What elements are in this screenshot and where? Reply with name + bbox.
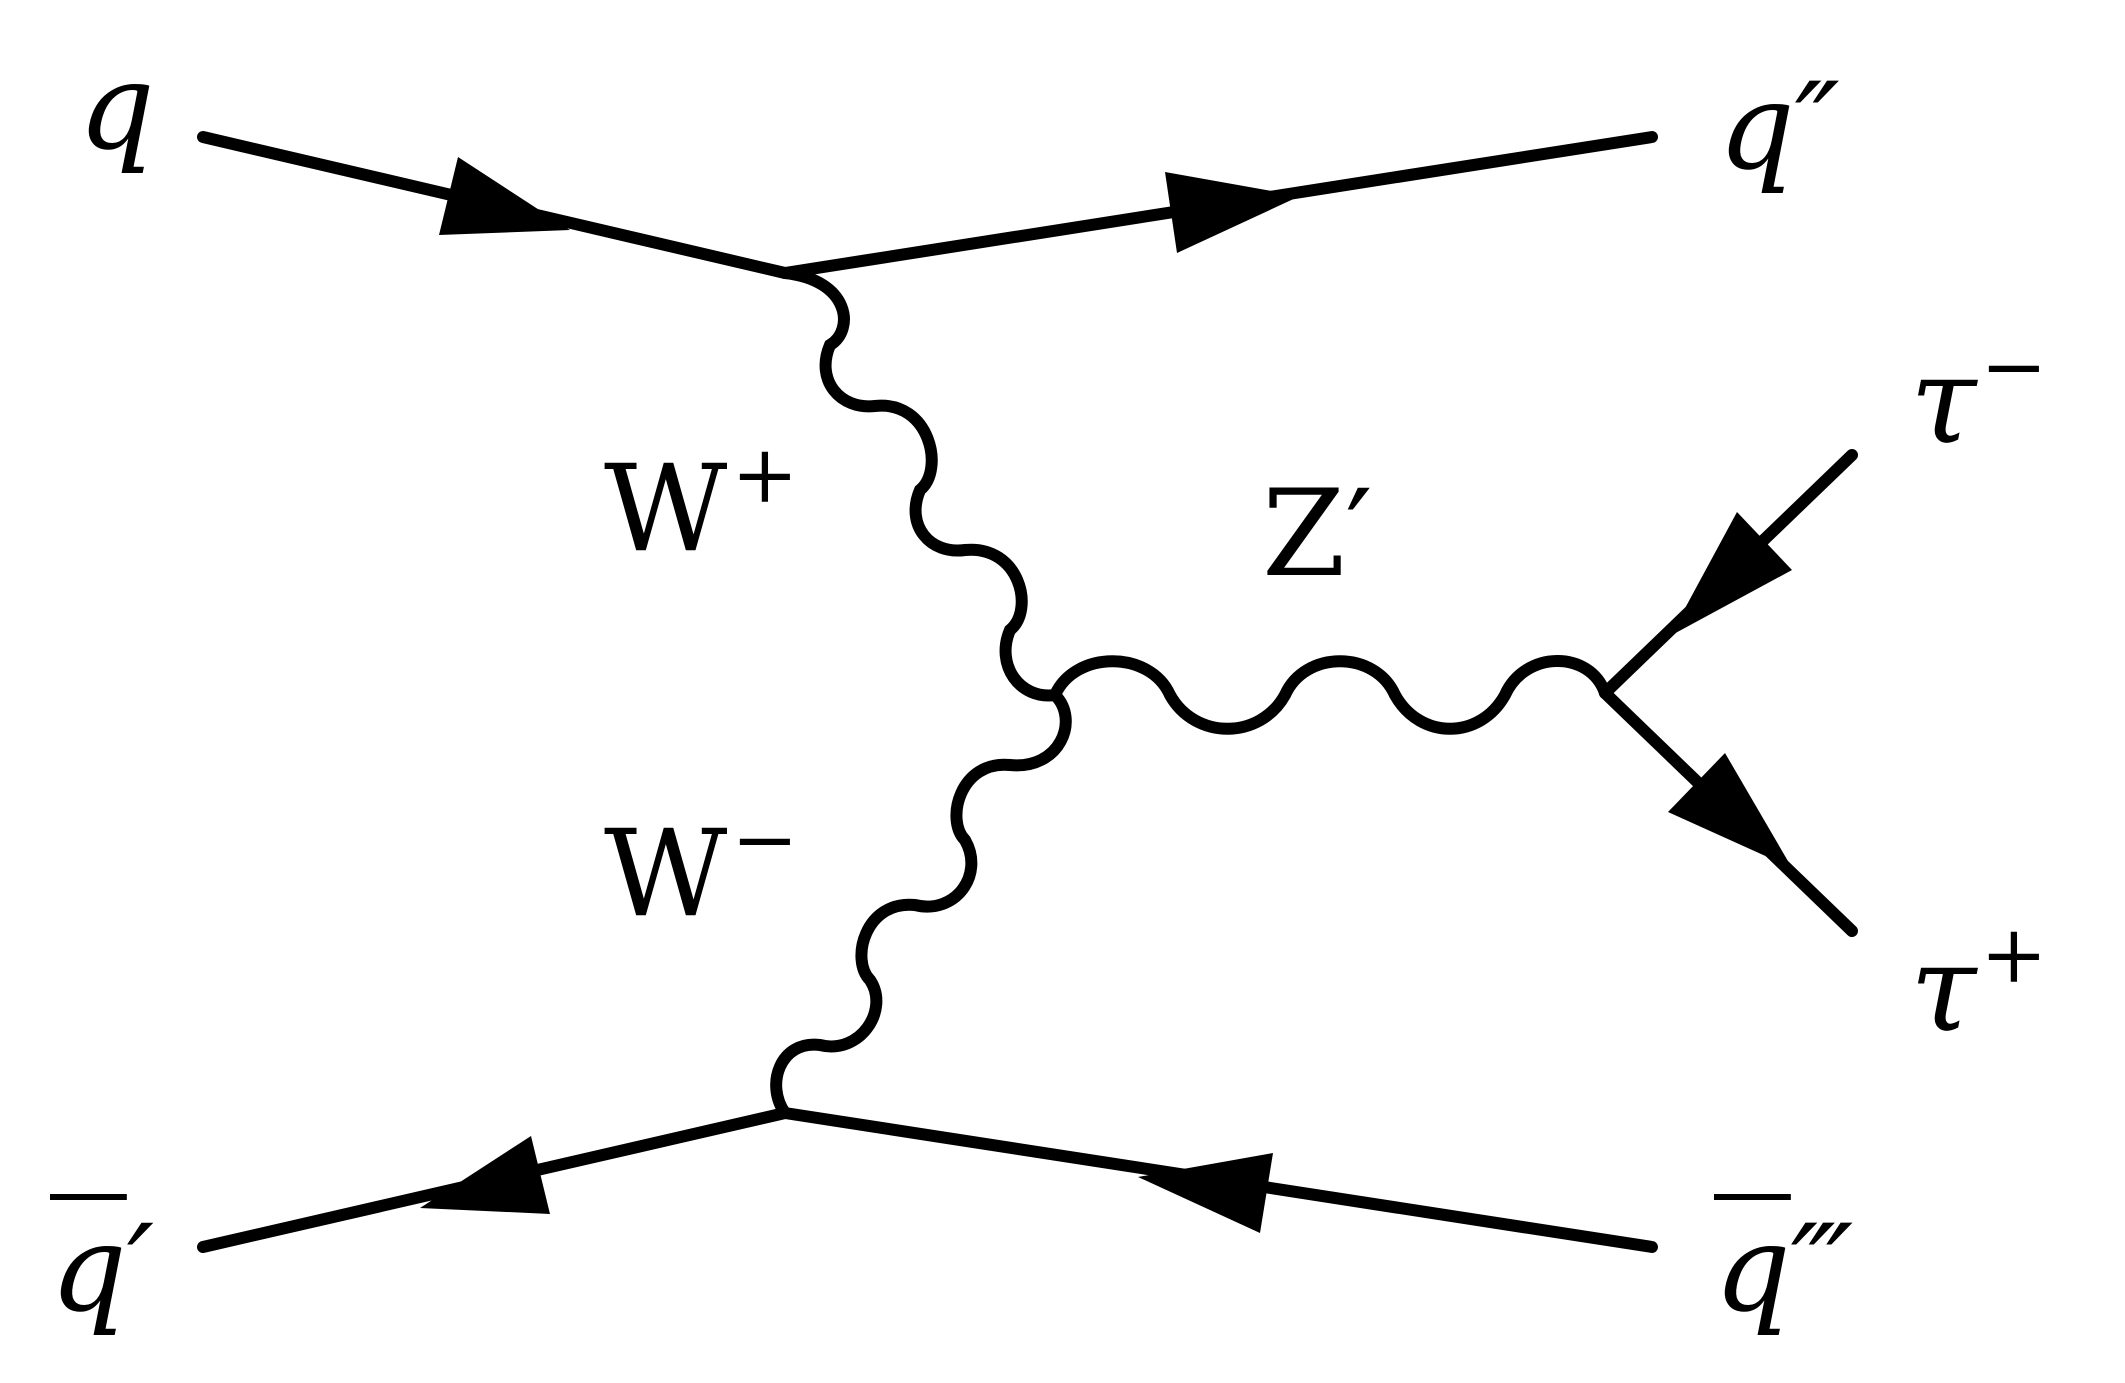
arrow-head-tau-plus — [1668, 753, 1792, 868]
label-q-double-prime: q″ — [1718, 58, 1840, 197]
label-tau-plus: τ+ — [1910, 908, 2048, 1059]
boson-w-plus-wave — [779, 267, 1061, 702]
arrow-head-q-in — [439, 157, 570, 235]
arrow-head-qbar-prime-in — [420, 1136, 550, 1214]
label-w-plus: W+ — [604, 428, 799, 579]
arrow-head-tau-minus — [1670, 512, 1792, 636]
label-qbar-prime: q′ — [50, 1200, 155, 1339]
label-w-minus: W− — [604, 793, 799, 944]
label-q: q — [78, 38, 155, 177]
boson-w-minus-wave — [770, 689, 1072, 1119]
arrow-head-qbar-triple-prime-out — [1138, 1153, 1273, 1233]
label-qbar-triple-prime: q‴ — [1714, 1200, 1854, 1339]
label-tau-minus: τ− — [1910, 320, 2048, 471]
label-z-prime: Z′ — [1262, 465, 1373, 604]
boson-z-prime-wave — [1049, 655, 1611, 735]
arrow-head-q-double-prime-out — [1165, 172, 1300, 253]
